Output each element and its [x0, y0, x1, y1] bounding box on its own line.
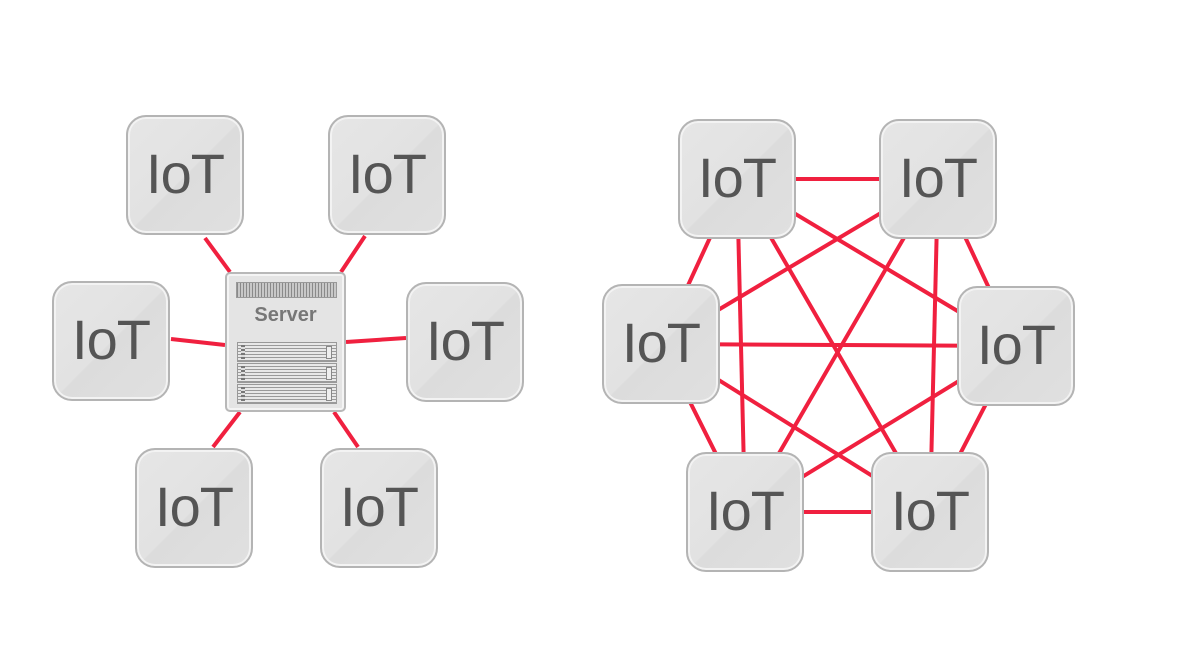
iot-node: IoT — [320, 448, 438, 568]
iot-label: IoT — [891, 478, 970, 542]
iot-label: IoT — [340, 474, 419, 538]
server-rack-unit — [237, 363, 337, 383]
iot-label: IoT — [899, 145, 978, 209]
iot-label: IoT — [348, 141, 427, 205]
iot-node: IoT — [686, 452, 804, 572]
server-icon: Server — [225, 272, 346, 412]
iot-label: IoT — [977, 312, 1056, 376]
iot-node: IoT — [678, 119, 796, 239]
iot-label: IoT — [698, 145, 777, 209]
connection-line — [660, 342, 1017, 348]
connection-line — [211, 410, 242, 449]
iot-node: IoT — [126, 115, 244, 235]
connection-line — [203, 236, 232, 274]
iot-node: IoT — [52, 281, 170, 401]
iot-node: IoT — [406, 282, 524, 402]
iot-node: IoT — [957, 286, 1075, 406]
iot-node: IoT — [871, 452, 989, 572]
connection-line — [332, 410, 360, 449]
connection-line — [170, 337, 226, 347]
server-grille — [236, 282, 337, 298]
server-rack-unit — [237, 342, 337, 362]
server-label: Server — [254, 304, 317, 326]
connection-line — [339, 234, 367, 274]
iot-node: IoT — [328, 115, 446, 235]
iot-label: IoT — [155, 474, 234, 538]
connection-line — [345, 336, 407, 344]
iot-label: IoT — [706, 478, 785, 542]
iot-label: IoT — [72, 307, 151, 371]
iot-label: IoT — [622, 310, 701, 374]
iot-node: IoT — [602, 284, 720, 404]
iot-label: IoT — [426, 308, 505, 372]
server-rack-unit — [237, 384, 337, 404]
iot-label: IoT — [146, 141, 225, 205]
iot-node: IoT — [879, 119, 997, 239]
star-links — [170, 234, 407, 449]
iot-node: IoT — [135, 448, 253, 568]
